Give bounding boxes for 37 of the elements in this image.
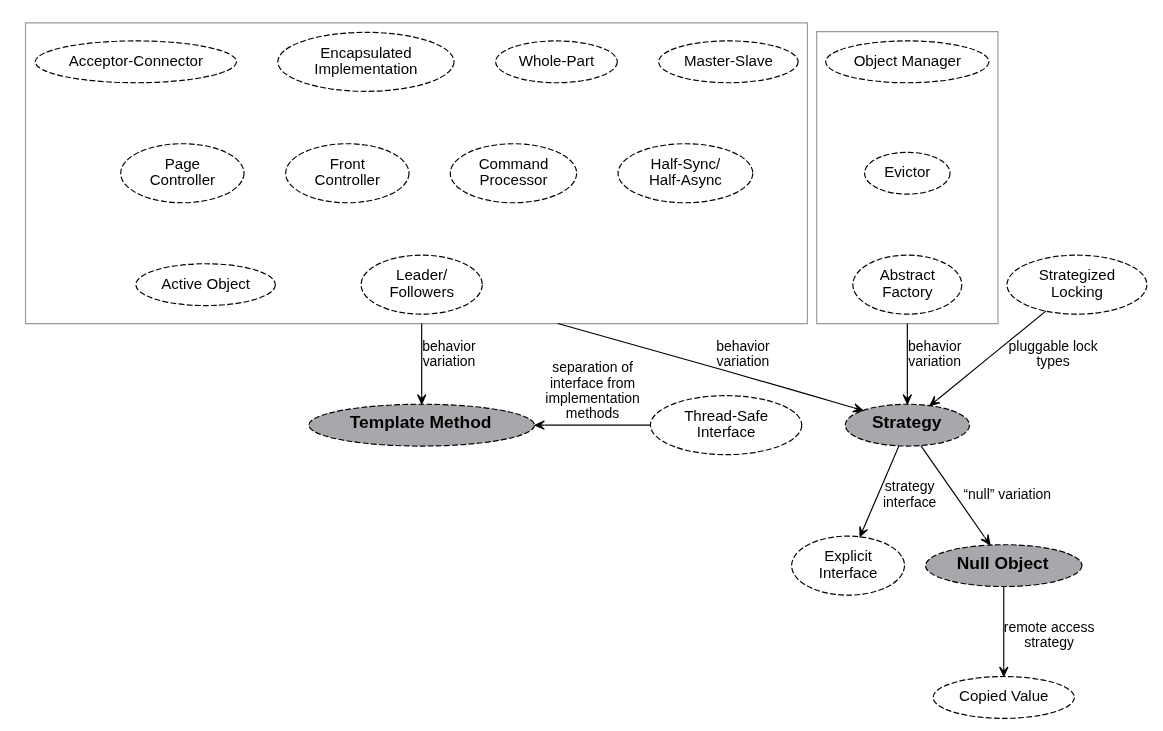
node-ellipse: Strategized Locking <box>1006 254 1148 315</box>
arrow <box>557 322 864 412</box>
edge-label: behavior variation <box>422 337 476 369</box>
node-ellipse: Page Controller <box>120 142 245 203</box>
edge-label: behavior variation <box>907 337 962 369</box>
arrow <box>999 585 1009 677</box>
arrow <box>929 310 1047 406</box>
node-ellipse: Encapsulated Implementation <box>277 31 455 92</box>
node-ellipse: Abstract Factory <box>852 254 963 315</box>
node-ellipse: Object Manager <box>825 39 990 83</box>
cluster <box>24 21 808 324</box>
node-ellipse: Copied Value <box>932 675 1075 719</box>
edge-label: “null” variation <box>963 485 1052 502</box>
node-ellipse: Command Processor <box>449 142 578 203</box>
edge-label: pluggable lock types <box>1008 337 1098 369</box>
node-ellipse: Active Object <box>135 262 276 306</box>
node-ellipse: Null Object <box>924 543 1083 587</box>
node-ellipse: Leader/ Followers <box>360 254 483 315</box>
arrow <box>902 322 913 404</box>
arrow <box>534 419 651 430</box>
edge-label: separation of interface from implementation methods <box>545 358 640 421</box>
edge-label: strategy interface <box>882 477 937 510</box>
node-ellipse: Acceptor-Connector <box>34 39 238 83</box>
arrow <box>920 444 991 545</box>
arrow <box>859 445 900 537</box>
node-ellipse: Template Method <box>308 403 536 447</box>
node-ellipse: Front Controller <box>285 142 410 203</box>
node-ellipse: Explicit Interface <box>791 535 906 596</box>
node-ellipse: Half-Sync/ Half-Async <box>617 142 754 203</box>
node-ellipse: Master-Slave <box>658 39 799 83</box>
node-ellipse: Thread-Safe Interface <box>649 394 803 455</box>
node-ellipse: Evictor <box>864 151 951 195</box>
edge-label: behavior variation <box>716 337 770 369</box>
edge-label: remote access strategy <box>1003 618 1095 650</box>
cluster <box>816 30 999 324</box>
arrow <box>416 322 427 404</box>
node-ellipse: Whole-Part <box>495 39 618 83</box>
